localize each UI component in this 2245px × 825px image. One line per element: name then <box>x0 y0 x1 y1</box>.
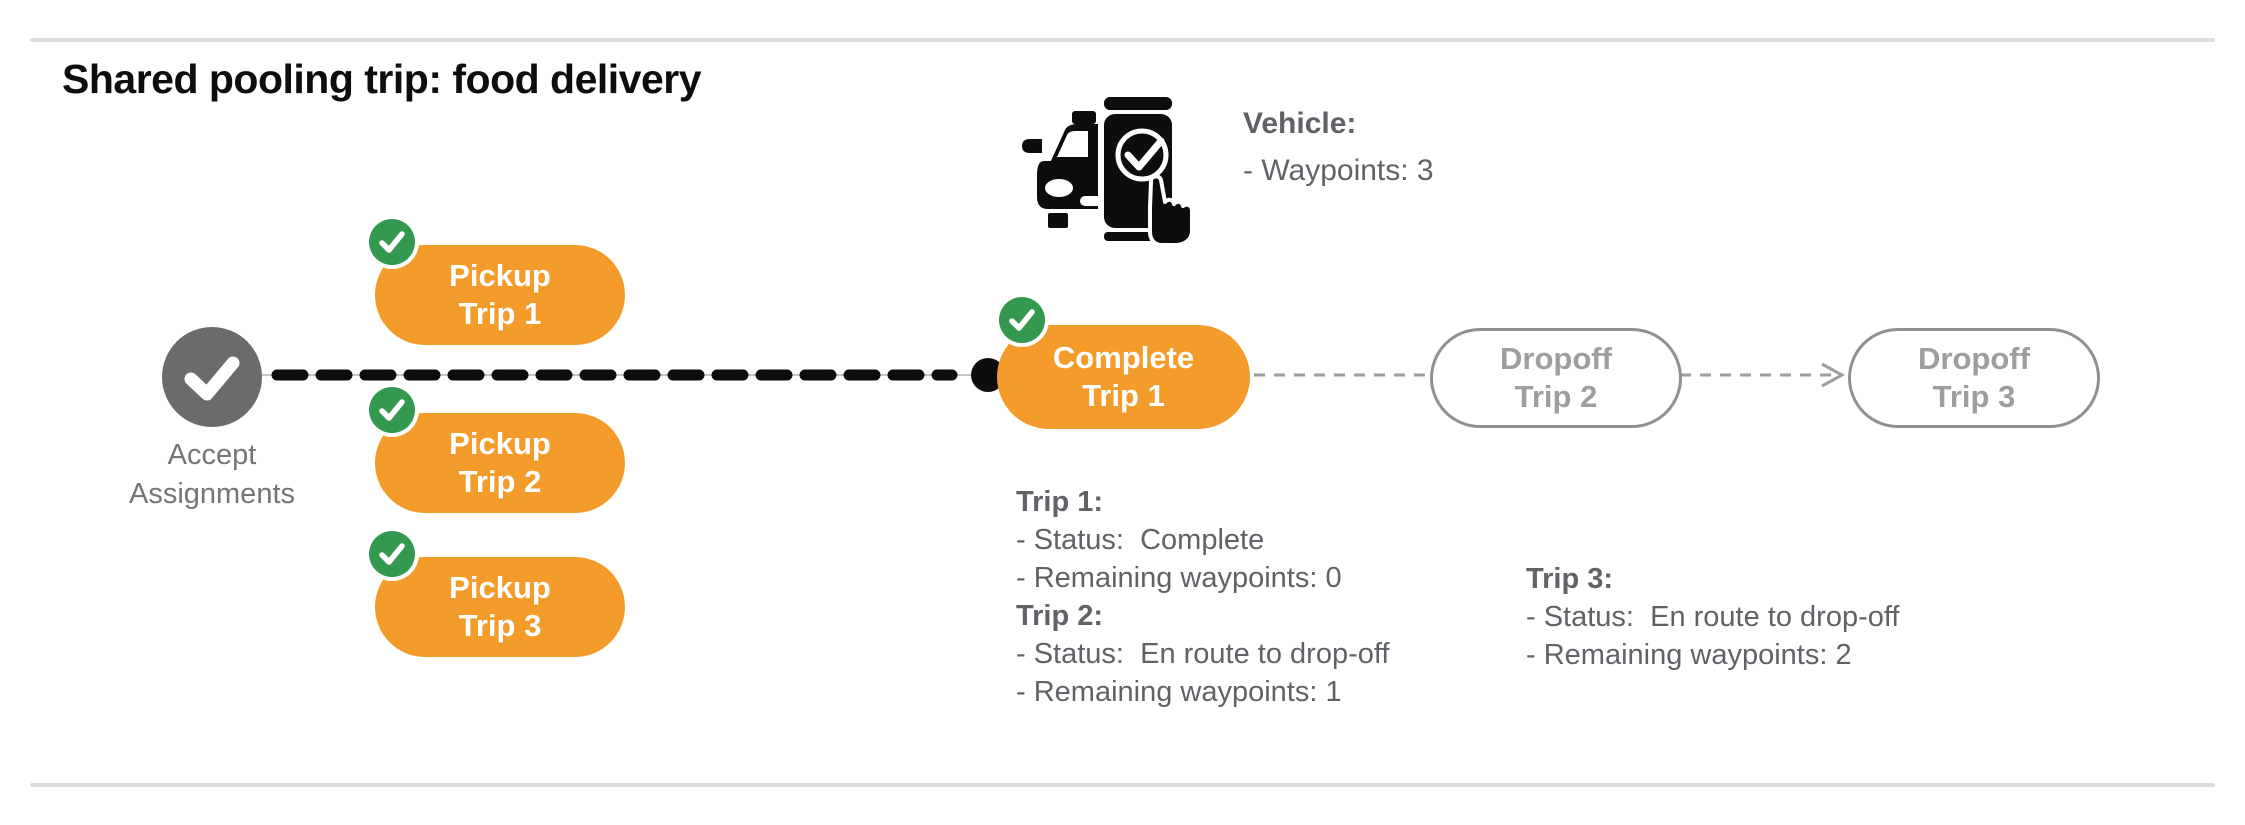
check-badge-icon <box>369 531 415 577</box>
node-pickup-trip-2: Pickup Trip 2 <box>369 387 625 513</box>
node-complete-trip-1: Complete Trip 1 <box>997 297 1250 429</box>
accept-assignments-label: Accept Assignments <box>128 439 295 510</box>
trip-2-heading: Trip 2: <box>1016 600 1104 632</box>
node-pickup-trip-3: Pickup Trip 3 <box>369 531 625 657</box>
trip-2-waypoints: - Remaining waypoints: 1 <box>1016 676 1342 708</box>
trip-3-heading: Trip 3: <box>1526 563 1614 595</box>
bottom-divider <box>30 783 2215 787</box>
car-smartphone-check-icon <box>1022 91 1194 247</box>
check-badge-icon <box>369 219 415 265</box>
node-dropoff-trip-2: Dropoff Trip 2 <box>1430 328 1682 428</box>
trip-status-block-right: Trip 3: - Status: En route to drop-off -… <box>1526 560 1899 674</box>
check-icon <box>184 356 240 401</box>
trip-1-status: - Status: Complete <box>1016 524 1265 556</box>
trip-status-block-left: Trip 1: - Status: Complete - Remaining w… <box>1016 483 1389 711</box>
vehicle-waypoints: - Waypoints: 3 <box>1243 154 1434 187</box>
trip-1-heading: Trip 1: <box>1016 486 1104 518</box>
check-badge-icon <box>999 297 1045 343</box>
vehicle-label: Vehicle: <box>1243 107 1357 140</box>
trip-3-status: - Status: En route to drop-off <box>1526 601 1900 633</box>
accept-assignments-node <box>162 327 262 427</box>
trip-2-status: - Status: En route to drop-off <box>1016 638 1390 670</box>
top-divider <box>30 38 2215 42</box>
page-title: Shared pooling trip: food delivery <box>62 56 702 102</box>
node-dropoff-trip-3: Dropoff Trip 3 <box>1848 328 2100 428</box>
arrow-right-icon <box>1821 362 1846 388</box>
node-pickup-trip-1: Pickup Trip 1 <box>369 219 625 345</box>
trip-3-waypoints: - Remaining waypoints: 2 <box>1526 639 1852 671</box>
trip-1-waypoints: - Remaining waypoints: 0 <box>1016 562 1342 594</box>
check-badge-icon <box>369 387 415 433</box>
vehicle-info: Vehicle: - Waypoints: 3 <box>1243 100 1434 194</box>
